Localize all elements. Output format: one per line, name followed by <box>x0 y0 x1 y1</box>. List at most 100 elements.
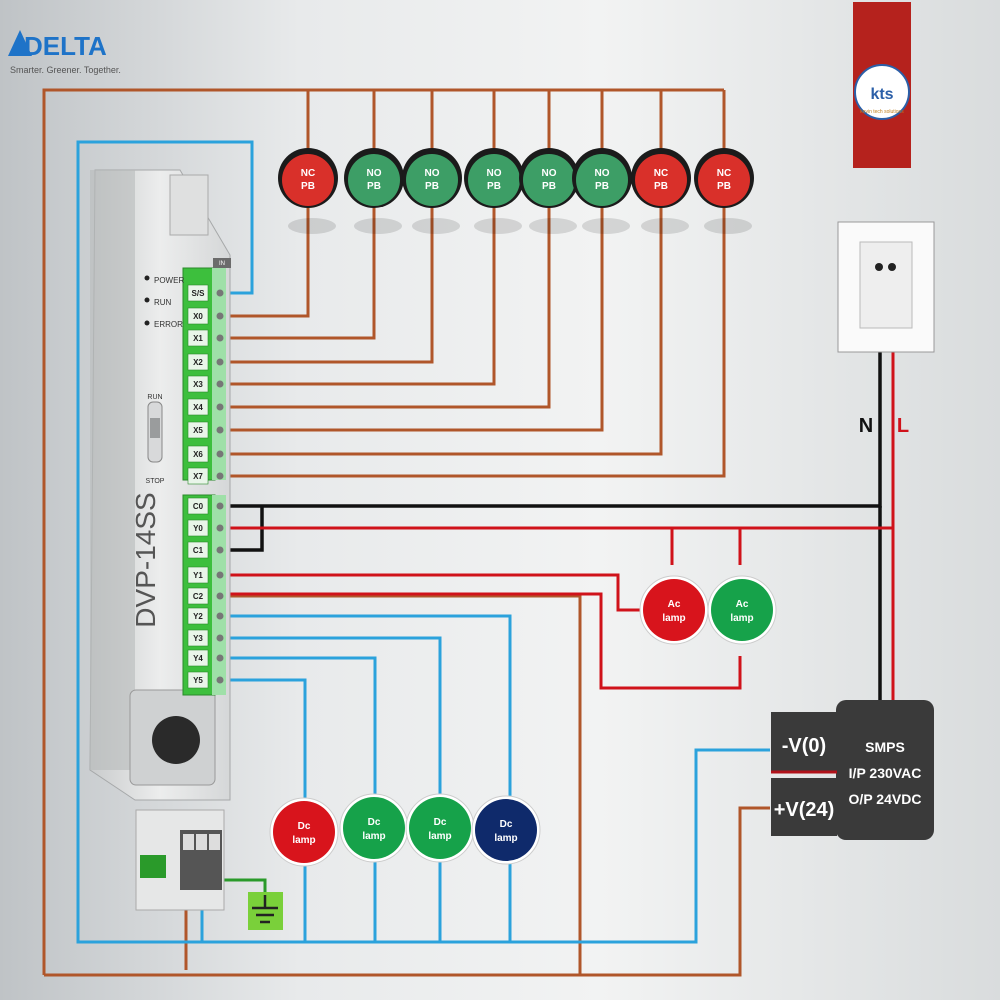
input-terminal-box <box>187 307 209 325</box>
smps-input-rating: I/P 230VAC <box>849 765 922 781</box>
push-button[interactable]: NC PB <box>694 148 754 234</box>
push-button-type: NO <box>595 168 610 179</box>
push-button-label: PB <box>654 181 668 192</box>
kts-tagline: kevin tech solutions <box>860 109 904 115</box>
output-terminal-label: C2 <box>193 592 204 601</box>
push-button-label: PB <box>542 181 556 192</box>
output-terminal-label: Y4 <box>193 654 203 663</box>
input-terminal-box <box>187 421 209 439</box>
green-earth-wire <box>210 878 267 892</box>
push-button-label: PB <box>367 181 381 192</box>
output-terminal-box <box>187 607 209 625</box>
input-terminal-screw <box>216 426 224 434</box>
output-terminal-label: Y3 <box>193 634 203 643</box>
push-button-type: NC <box>654 168 668 179</box>
switch-stop-label: STOP <box>146 478 165 485</box>
input-terminal-box <box>187 467 209 485</box>
output-terminal-label: C0 <box>193 502 204 511</box>
push-button-label: PB <box>595 181 609 192</box>
input-terminal-box <box>187 375 209 393</box>
input-terminal-screw <box>216 334 224 342</box>
output-terminal-box <box>187 629 209 647</box>
blue-ss-wire <box>76 140 770 944</box>
output-terminal-box <box>187 566 209 584</box>
output-terminal-box <box>187 649 209 667</box>
switch-run-label: RUN <box>147 394 162 401</box>
input-terminal-box <box>187 445 209 463</box>
dc-lamp: Dc lamp <box>405 793 475 863</box>
input-terminal-box <box>187 353 209 371</box>
push-button[interactable]: NO PB <box>464 148 524 234</box>
plc-model-label: DVP-14SS <box>130 492 161 627</box>
output-terminal-label: C1 <box>193 546 204 555</box>
output-terminal-screw <box>216 592 224 600</box>
output-terminal-box <box>187 541 209 559</box>
comm-port <box>152 716 200 764</box>
output-terminal-box <box>187 671 209 689</box>
input-terminal-screw <box>216 358 224 366</box>
input-terminal-label: X2 <box>193 358 203 367</box>
push-button-label: PB <box>301 181 315 192</box>
push-button[interactable]: NO PB <box>402 148 462 234</box>
black-c1-link <box>222 506 264 552</box>
smps-output-rating: O/P 24VDC <box>849 791 922 807</box>
dc-lamp-label: lamp <box>362 831 385 842</box>
output-terminal-label: Y1 <box>193 571 203 580</box>
push-button[interactable]: NC PB <box>278 148 338 234</box>
mains-socket <box>837 221 935 353</box>
ac-lamp-label: lamp <box>662 613 685 624</box>
input-terminal-label: S/S <box>192 289 206 298</box>
push-button[interactable]: NO PB <box>572 148 632 234</box>
dc-lamp-label: lamp <box>428 831 451 842</box>
output-terminal-box <box>187 587 209 605</box>
output-terminal-screw <box>216 502 224 510</box>
output-terminal-box <box>187 519 209 537</box>
ac-lamp-type: Ac <box>668 599 681 610</box>
dc-lamp-type: Dc <box>500 819 513 830</box>
output-terminal-screw <box>216 524 224 532</box>
delta-tagline: Smarter. Greener. Together. <box>10 65 121 75</box>
push-button-label: PB <box>717 181 731 192</box>
smps-unit <box>771 700 934 840</box>
push-button-type: NO <box>367 168 382 179</box>
red-y1-wire <box>222 573 648 612</box>
input-terminal-label: X7 <box>193 472 203 481</box>
output-terminal-box <box>187 497 209 515</box>
push-button-type: NC <box>717 168 731 179</box>
output-terminal-screw <box>216 654 224 662</box>
push-button-type: NC <box>301 168 315 179</box>
dc-lamp-type: Dc <box>434 817 447 828</box>
smps-pos-terminal: +V(24) <box>774 799 835 821</box>
output-terminal-screw <box>216 612 224 620</box>
output-terminal-screw <box>216 676 224 684</box>
delta-logo-text: DELTA <box>24 31 107 61</box>
push-button[interactable]: NO PB <box>344 148 404 234</box>
push-button-type: NO <box>487 168 502 179</box>
push-button[interactable]: NC PB <box>631 148 691 234</box>
input-terminal-label: X5 <box>193 426 203 435</box>
input-terminal-box <box>187 329 209 347</box>
input-terminal-label: X4 <box>193 403 203 412</box>
ac-lamp: Ac lamp <box>639 575 709 645</box>
output-terminal-screw <box>216 634 224 642</box>
input-terminal-label: X3 <box>193 380 203 389</box>
brown-bottom-bus <box>44 806 770 977</box>
kts-logo <box>853 2 911 168</box>
push-button-label: PB <box>425 181 439 192</box>
output-terminal-label: Y0 <box>193 524 203 533</box>
push-button-label: PB <box>487 181 501 192</box>
earth-terminal-block <box>135 809 283 930</box>
brown-top-bus <box>42 88 724 975</box>
red-c2-wire <box>222 592 742 690</box>
push-button-type: NO <box>425 168 440 179</box>
